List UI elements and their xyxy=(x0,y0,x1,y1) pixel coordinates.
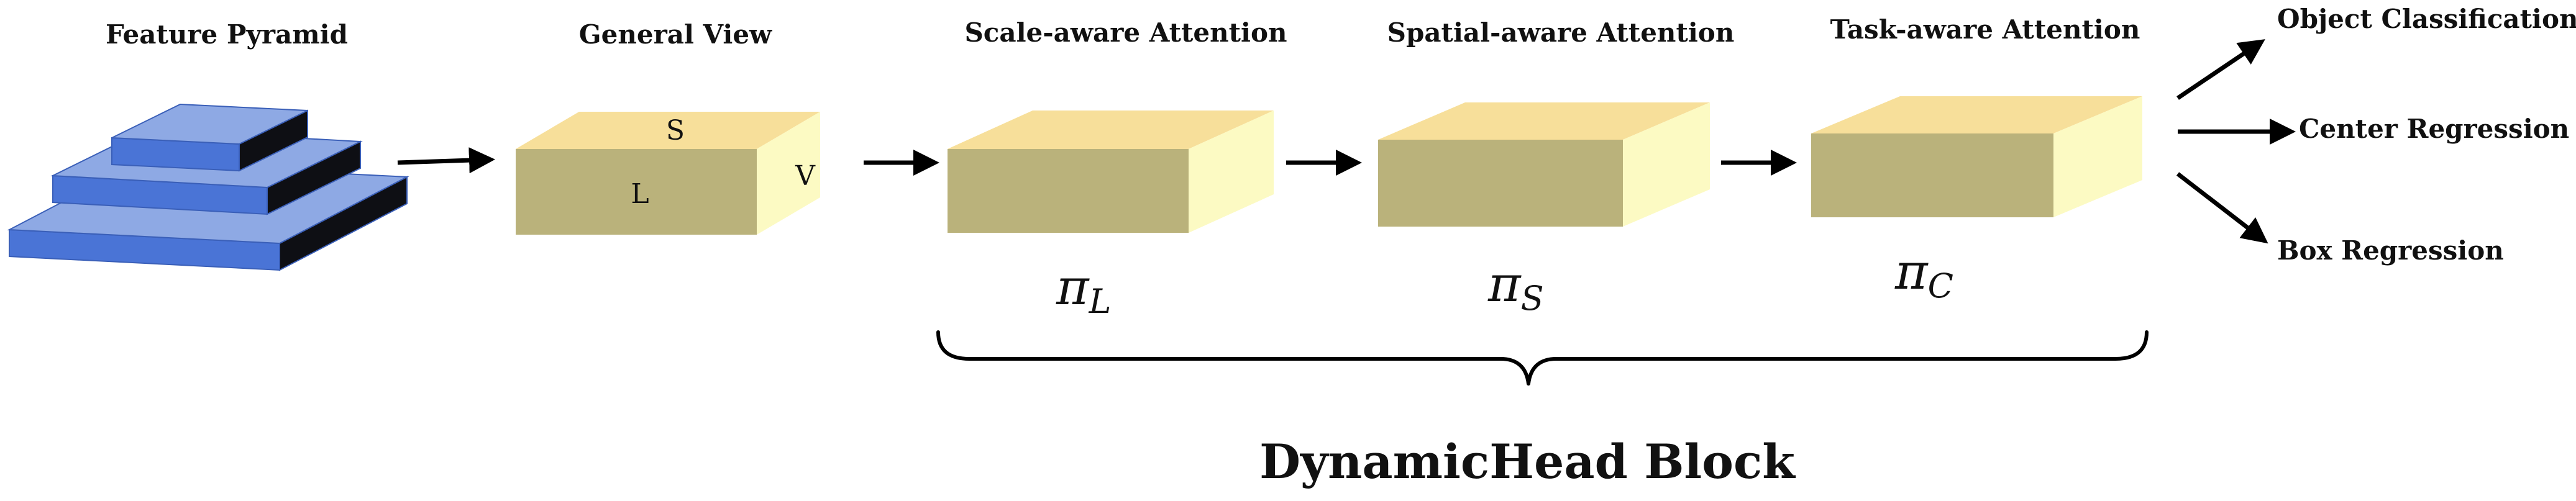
general-view-box: S L V xyxy=(516,112,820,235)
pi-scale-sub: L xyxy=(1089,282,1112,321)
scale-attention-label: Scale-aware Attention xyxy=(964,17,1287,48)
spatial-attention-box-front-face xyxy=(1378,140,1623,227)
spatial-attention-box-top-face xyxy=(1378,102,1710,140)
task-attention-box-side-face xyxy=(2053,96,2142,217)
pi-spatial-base: π xyxy=(1487,255,1522,313)
dynamichead-brace xyxy=(936,330,2149,386)
scale-attention-box xyxy=(948,111,1274,233)
general-view-box-side-face xyxy=(757,112,820,235)
general-view-box-front-face xyxy=(516,149,757,235)
stage-arrows xyxy=(397,39,2296,244)
task-attention-box-top-face xyxy=(1811,96,2142,133)
output-center-label: Center Regression xyxy=(2299,114,2569,144)
pi-task-base: π xyxy=(1894,243,1929,300)
axis-l-label: L xyxy=(631,178,649,210)
general-view-box-top-face xyxy=(516,112,820,149)
spatial-attention-box-side-face xyxy=(1623,102,1710,227)
feature-pyramid xyxy=(7,103,409,271)
pi-scale-base: π xyxy=(1056,258,1090,316)
scale-attention-box-side-face xyxy=(1189,111,1274,233)
dynamichead-block-title: DynamicHead Block xyxy=(1259,434,1796,489)
output-box-label: Box Regression xyxy=(2277,235,2504,266)
task-attention-box-front-face xyxy=(1811,133,2053,217)
task-attention-box xyxy=(1811,96,2142,217)
pyramid-level-top-top-face xyxy=(111,103,308,145)
axis-s-label: S xyxy=(666,115,685,147)
pi-scale-symbol: πL xyxy=(1056,258,1111,321)
pyramid-level-top xyxy=(111,103,308,172)
task-attention-label: Task-aware Attention xyxy=(1830,14,2140,45)
pi-spatial-symbol: πS xyxy=(1487,255,1544,318)
pi-task-sub: C xyxy=(1928,266,1953,305)
arrow-to-box xyxy=(2176,172,2268,244)
scale-attention-box-top-face xyxy=(948,111,1274,149)
pi-spatial-sub: S xyxy=(1521,279,1544,318)
axis-v-label: V xyxy=(795,160,816,192)
spatial-attention-label: Spatial-aware Attention xyxy=(1387,17,1735,48)
feature-pyramid-label: Feature Pyramid xyxy=(106,19,348,50)
arrow-to-classification xyxy=(2176,39,2265,100)
general-view-label: General View xyxy=(579,19,772,50)
spatial-attention-box xyxy=(1378,102,1710,227)
pi-task-symbol: πC xyxy=(1894,243,1953,305)
arrow-pyramid-to-general xyxy=(397,147,495,174)
output-classification-label: Object Classification xyxy=(2277,4,2576,34)
scale-attention-box-front-face xyxy=(948,149,1189,233)
